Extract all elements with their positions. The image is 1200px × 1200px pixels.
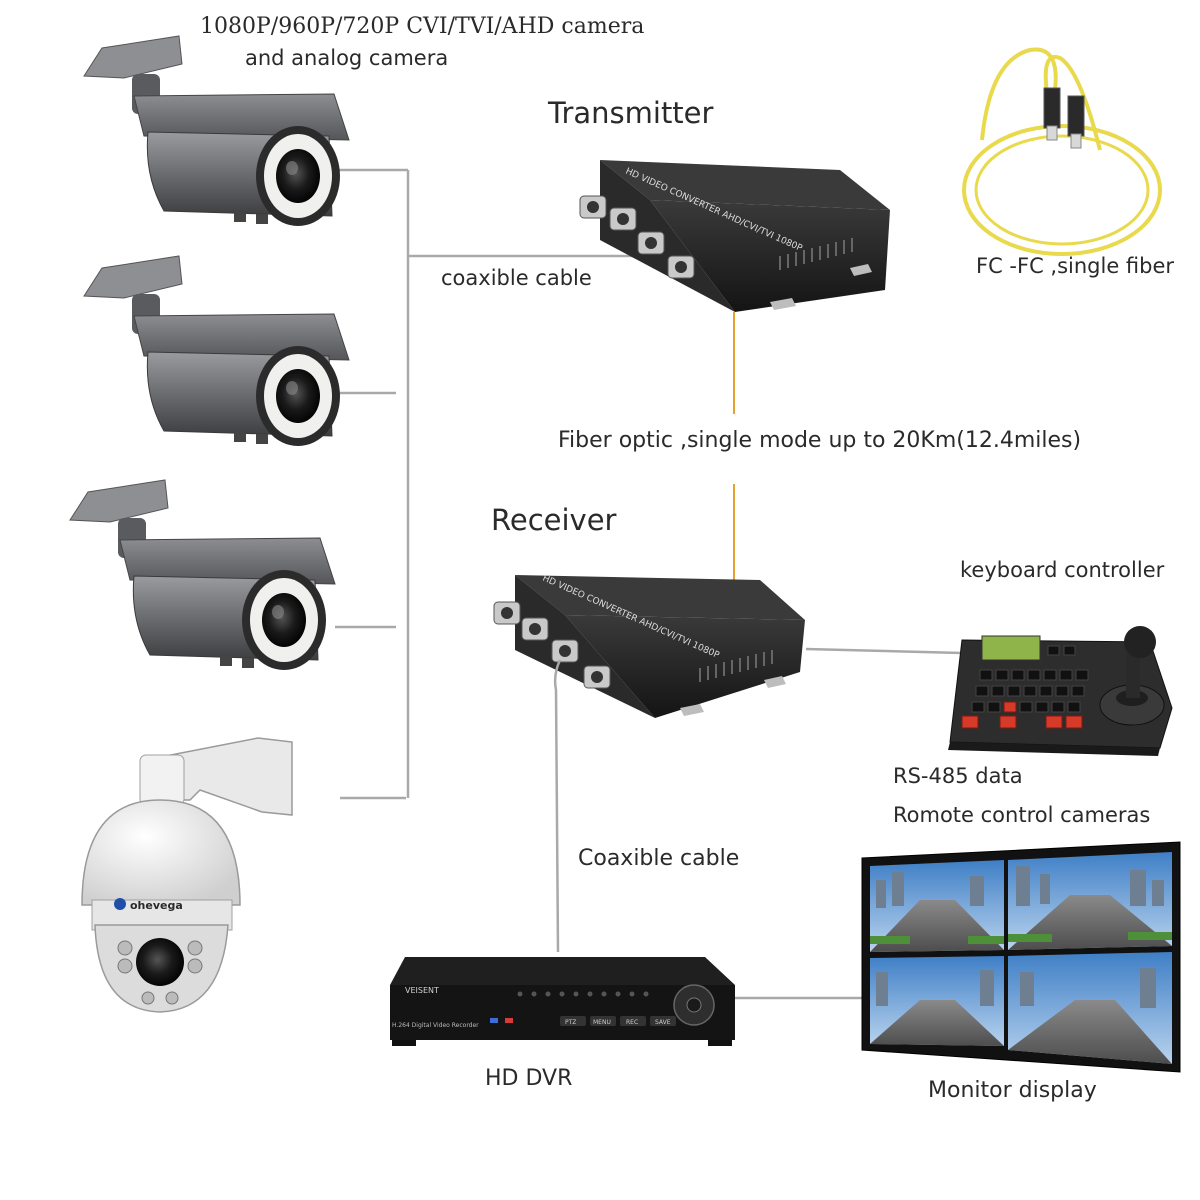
transmitter-bnc-ports: [579, 195, 695, 279]
hd-dvr-device: VEISENT H.264 Digital Video Recorder PTZ…: [390, 957, 735, 1046]
ptz-dome-camera: ohevega: [81, 737, 293, 1013]
transmitter-device: HD VIDEO CONVERTER AHD/CVI/TVI 1080P: [579, 160, 890, 312]
dvr-button-save: SAVE: [655, 1019, 671, 1026]
monitor-display-label: Monitor display: [928, 1078, 1097, 1103]
dvr-front-buttons: PTZ MENU REC SAVE: [560, 1016, 676, 1026]
keyboard-controller-label: keyboard controller: [960, 558, 1165, 582]
dvr-button-rec: REC: [626, 1019, 638, 1026]
remote-control-label: Romote control cameras: [893, 803, 1151, 827]
receiver-cable-lines: [553, 647, 963, 1000]
dvr-button-menu: MENU: [593, 1019, 611, 1026]
dvr-brand-text: VEISENT: [405, 986, 439, 995]
transmitter-vents: [779, 238, 853, 270]
receiver-vents: [699, 650, 773, 682]
coax-cable-label-bottom: Coaxible cable: [578, 846, 740, 871]
coax-cable-label-top: coaxible cable: [441, 266, 592, 290]
receiver-bnc-ports: [493, 601, 611, 689]
dvr-model-text: H.264 Digital Video Recorder: [392, 1022, 479, 1029]
receiver-title: Receiver: [491, 503, 617, 537]
fiber-optic-label: Fiber optic ,single mode up to 20Km(12.4…: [558, 428, 1082, 453]
bullet-camera-3: [69, 479, 336, 671]
rs485-label: RS-485 data: [893, 764, 1023, 788]
transmitter-title: Transmitter: [548, 96, 714, 130]
dome-brand-text: ohevega: [130, 899, 183, 912]
monitor-display-device: [861, 841, 1181, 1073]
camera-cable-bus: [328, 168, 636, 800]
fc-fc-patch-cord: [962, 47, 1162, 256]
dvr-button-ptz: PTZ: [565, 1019, 576, 1026]
fc-fc-label: FC -FC ,single fiber: [976, 254, 1175, 278]
bullet-camera-2: [83, 255, 350, 447]
receiver-device: HD VIDEO CONVERTER AHD/CVI/TVI 1080P: [493, 574, 805, 718]
keyboard-controller-device: [948, 626, 1173, 756]
camera-type-sublabel: and analog camera: [245, 46, 449, 70]
camera-type-label: 1080P/960P/720P CVI/TVI/AHD camera: [200, 14, 645, 39]
hd-dvr-label: HD DVR: [485, 1066, 573, 1091]
